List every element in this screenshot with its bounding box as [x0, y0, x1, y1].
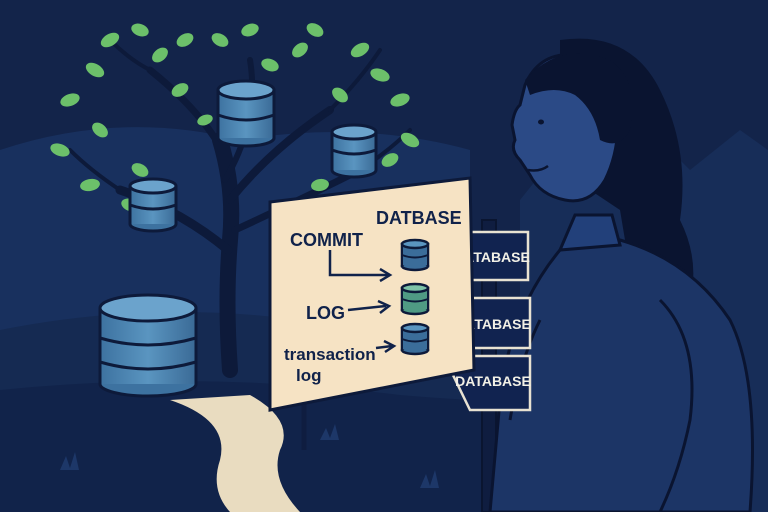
main-sign-board: COMMIT DATBASE LOG transaction log: [268, 176, 476, 450]
sign-title-commit: COMMIT: [290, 230, 363, 250]
sign-title-database: DATBASE: [376, 208, 462, 228]
database-in-tree-2: [330, 123, 378, 179]
tree-leaves: [50, 23, 420, 212]
sign-database-icon-3: [400, 322, 430, 356]
woman-silhouette: [488, 38, 754, 512]
database-in-tree-1: [216, 79, 276, 148]
database-on-ground: [98, 293, 198, 398]
signpost-label: DATABASE: [455, 373, 531, 389]
sign-row-transaction: transaction: [284, 345, 376, 364]
database-in-tree-3: [128, 177, 178, 233]
sign-row-transaction-log: log: [296, 366, 322, 385]
sign-database-icon-1: [400, 238, 430, 272]
winding-path: [170, 395, 300, 512]
sign-database-icon-2: [400, 282, 430, 316]
sign-row-log: LOG: [306, 303, 345, 323]
